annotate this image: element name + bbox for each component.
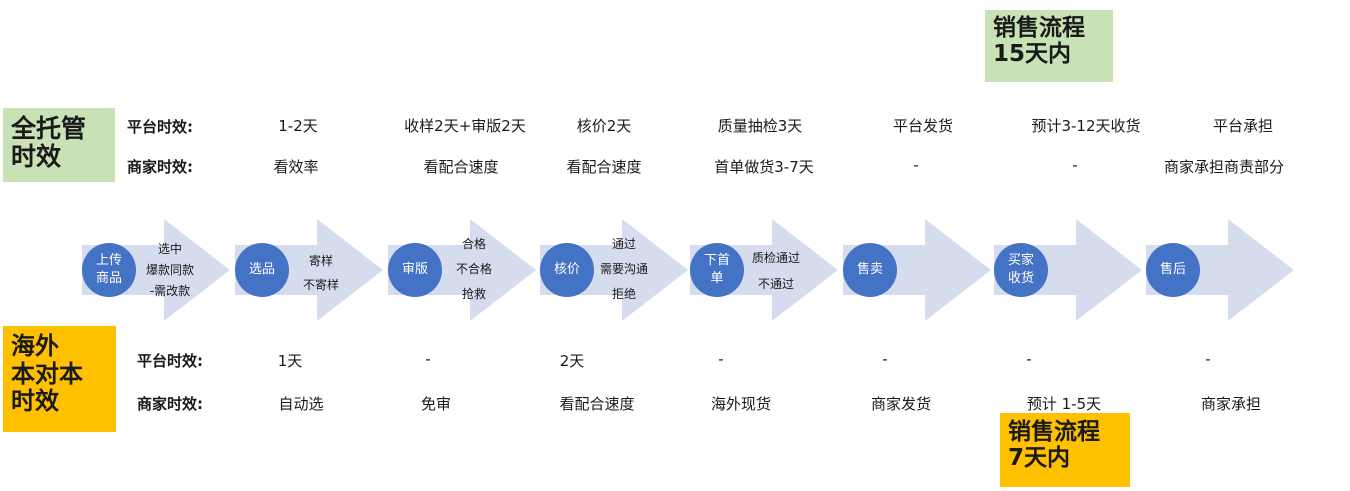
overseas-platform-time: - — [1205, 350, 1211, 368]
flow-arrow — [690, 219, 838, 321]
step-name-line: 单 — [710, 271, 724, 286]
branch-label: 通过 — [611, 237, 636, 251]
branch-label: 寄样 — [308, 254, 333, 268]
overseas-merchant-time: 预计 1-5天 — [1026, 395, 1102, 413]
step-circle: 选品 — [235, 243, 289, 297]
badge-line: 7天内 — [1008, 444, 1071, 471]
title-line: 时效 — [11, 387, 59, 416]
branch-label: 不合格 — [455, 262, 492, 276]
overseas-platform-time: - — [1026, 350, 1032, 368]
branch-label: 不通过 — [757, 277, 794, 291]
step-circle: 核价 — [540, 243, 594, 297]
overseas-merchant-time: 看配合速度 — [559, 395, 635, 413]
branch-label: -需改款 — [149, 284, 191, 298]
flow-arrow — [1146, 219, 1294, 321]
badge-line: 销售流程 — [1008, 419, 1100, 445]
full-custody-platform-label: 平台时效: — [127, 118, 193, 136]
step-name-line: 核价 — [553, 262, 580, 278]
full-merchant-time: - — [913, 156, 919, 174]
branch-label: 爆款同款 — [145, 263, 194, 277]
step-name-line: 上传 — [95, 253, 122, 269]
overseas-platform-time: - — [425, 350, 431, 368]
full-platform-time: 核价2天 — [576, 117, 632, 135]
title-line: 时效 — [11, 142, 62, 171]
overseas-platform-time: 2天 — [559, 352, 585, 370]
step-name-line: 售后 — [1159, 262, 1186, 278]
step-name-line: 商品 — [95, 271, 122, 286]
full-custody-merchant-label: 商家时效: — [127, 158, 193, 176]
full-platform-time: 平台发货 — [892, 117, 953, 135]
step-branches: 合格 不合格 抢救 — [446, 232, 502, 307]
title-line: 全托管 — [11, 114, 87, 143]
overseas-merchant-time: 自动选 — [278, 395, 324, 413]
step-name-line: 下首 — [703, 253, 730, 269]
full-platform-time: 平台承担 — [1212, 117, 1273, 135]
branch-label: 质检通过 — [751, 251, 800, 265]
step-branches: 质检通过 不通过 — [746, 245, 806, 297]
overseas-platform-time: - — [882, 350, 888, 368]
branch-label: 拒绝 — [611, 287, 636, 301]
overseas-merchant-time: 海外现货 — [710, 395, 771, 413]
full-platform-time: 质量抽检3天 — [717, 117, 803, 135]
step-name-line: 选品 — [248, 262, 275, 278]
step-name-line: 买家 — [1007, 253, 1034, 269]
overseas-platform-label: 平台时效: — [137, 352, 203, 370]
full-platform-time: 收样2天+审版2天 — [404, 117, 526, 135]
title-line: 本对本 — [11, 359, 83, 388]
sales-flow-15-days-badge: 销售流程 15天内 — [985, 10, 1113, 82]
badge-line: 15天内 — [993, 40, 1072, 67]
full-platform-time: 1-2天 — [278, 117, 318, 135]
overseas-title: 海外 本对本 时效 — [3, 326, 116, 432]
step-name-line: 审版 — [401, 262, 428, 278]
full-merchant-time: - — [1072, 156, 1078, 174]
flow-arrow — [388, 219, 536, 321]
overseas-merchant-time: 商家承担 — [1200, 395, 1261, 413]
branch-label: 合格 — [461, 237, 486, 251]
step-circle: 上传 商品 — [82, 243, 136, 297]
full-merchant-time: 看效率 — [273, 158, 319, 176]
branch-label: 不寄样 — [302, 278, 339, 292]
full-merchant-time: 看配合速度 — [423, 158, 499, 176]
sales-flow-7-days-badge: 销售流程 7天内 — [1000, 413, 1130, 487]
full-merchant-time: 看配合速度 — [566, 158, 642, 176]
step-circle: 买家 收货 — [994, 243, 1048, 297]
branch-label: 选中 — [157, 242, 182, 256]
step-branches: 寄样 不寄样 — [293, 249, 349, 297]
overseas-merchant-time: 商家发货 — [870, 395, 931, 413]
step-branches: 通过 需要沟通 拒绝 — [596, 232, 652, 307]
overseas-platform-time: 1天 — [277, 352, 303, 370]
overseas-merchant-time: 免审 — [420, 395, 451, 413]
flow-arrow — [82, 219, 230, 321]
flow-arrow — [540, 219, 688, 321]
flow-arrow — [994, 219, 1142, 321]
step-name-line: 收货 — [1007, 271, 1034, 286]
step-circle: 售后 — [1146, 243, 1200, 297]
step-circle: 审版 — [388, 243, 442, 297]
full-merchant-time: 商家承担商责部分 — [1163, 158, 1284, 176]
step-branches: 选中 爆款同款 -需改款 — [138, 239, 202, 302]
step-circle: 售卖 — [843, 243, 897, 297]
badge-line: 销售流程 — [993, 15, 1085, 41]
step-name-line: 售卖 — [856, 262, 883, 278]
full-platform-time: 预计3-12天收货 — [1031, 117, 1141, 135]
overseas-merchant-label: 商家时效: — [137, 395, 203, 413]
full-merchant-time: 首单做货3-7天 — [714, 158, 814, 176]
branch-label: 抢救 — [461, 287, 486, 301]
flow-arrow — [843, 219, 991, 321]
step-circle: 下首 单 — [690, 243, 744, 297]
overseas-platform-time: - — [718, 350, 724, 368]
flow-arrow — [235, 219, 383, 321]
branch-label: 需要沟通 — [599, 262, 648, 276]
full-custody-title: 全托管 时效 — [3, 108, 115, 182]
title-line: 海外 — [11, 332, 59, 360]
